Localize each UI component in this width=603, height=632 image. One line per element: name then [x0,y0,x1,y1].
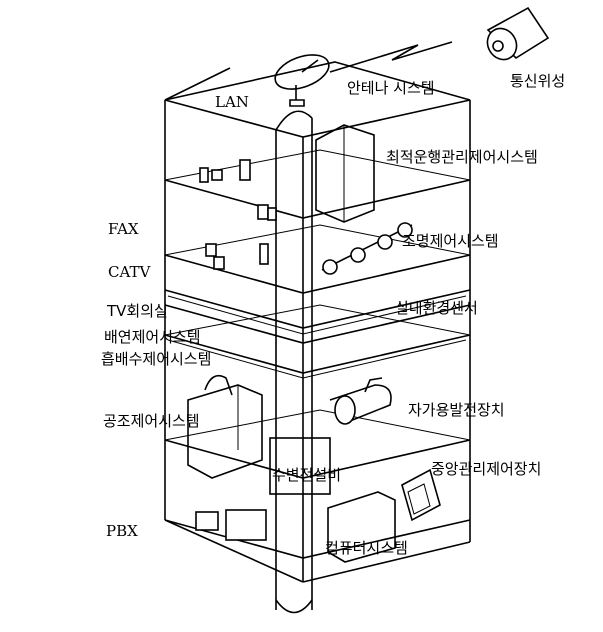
catv-label: CATV [108,263,151,281]
lan-label: LAN [215,93,249,111]
hvac-label: 공조제어시스템 [103,412,200,430]
lighting-label: 조명제어시스템 [402,232,499,250]
building-structure [164,61,471,583]
pbx-equipment [195,491,396,563]
pbx-label: PBX [106,522,138,540]
antenna-label: 안테나 시스템 [347,79,435,97]
antenna-dish-icon [274,54,330,107]
substation-box [269,437,331,495]
tv-conference-label: TV회의실 [107,302,168,320]
office-equipment [199,159,277,270]
smoke-control-label: 배연제어시스템 [104,328,201,346]
hvac-unit [187,374,263,479]
fax-label: FAX [108,220,139,238]
env-sensor-label: 실내환경센서 [395,299,478,317]
supply-drain-label: 흡배수제어시스템 [101,350,212,368]
computer-label: 컴퓨터시스템 [325,539,408,557]
central-control-desk [401,468,441,522]
central-control-label: 중앙관리제어장치 [431,460,542,478]
generator-tank [329,377,392,425]
lighting-fixtures [321,222,413,275]
substation-label: 수변전설비 [272,466,342,484]
generator-label: 자가용발전장치 [408,401,505,419]
satellite-label: 통신위성 [510,72,566,90]
signal-icon [329,41,453,73]
vertical-shaft [275,110,313,614]
elevator-machine [315,124,375,223]
satellite-icon [486,6,550,61]
elevator-control-label: 최적운행관리제어시스템 [386,148,538,166]
